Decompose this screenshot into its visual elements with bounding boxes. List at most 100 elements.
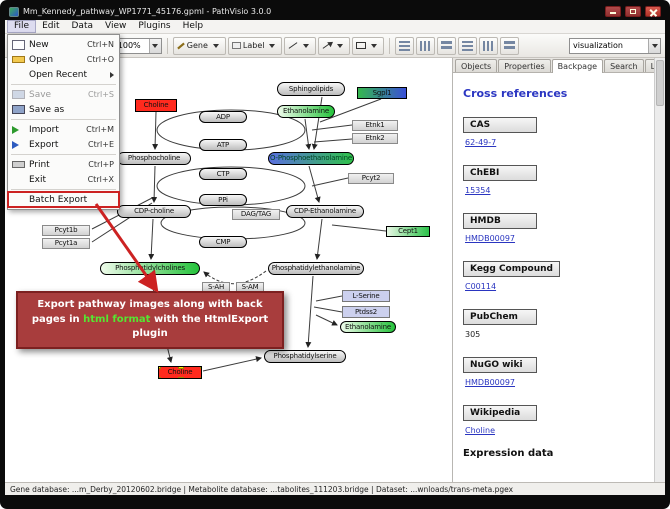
menubar-item-data[interactable]: Data bbox=[71, 21, 94, 31]
chevron-down-icon bbox=[303, 43, 310, 48]
line-icon bbox=[289, 42, 298, 49]
menubar-item-view[interactable]: View bbox=[105, 21, 127, 31]
pathway-node[interactable]: Cept1 bbox=[386, 226, 430, 237]
xref-id-link[interactable]: Choline bbox=[465, 426, 495, 435]
pathway-node[interactable]: Pcyt1b bbox=[42, 225, 90, 236]
align-vertical-button[interactable] bbox=[416, 36, 436, 55]
tab-properties[interactable]: Properties bbox=[498, 59, 551, 72]
shape-tool-button[interactable] bbox=[352, 36, 385, 55]
save-icon bbox=[12, 90, 25, 99]
line-tool-button[interactable] bbox=[284, 36, 317, 55]
pathway-node[interactable]: CDP-choline bbox=[117, 205, 191, 218]
pathway-node[interactable]: PPi bbox=[199, 194, 247, 206]
pathway-node[interactable]: Ethanolamine bbox=[277, 105, 335, 118]
maximize-button[interactable] bbox=[625, 6, 641, 17]
chevron-down-icon[interactable] bbox=[648, 38, 660, 53]
stack-horizontal-button[interactable] bbox=[479, 36, 499, 55]
pathway-node[interactable]: Sphingolipids bbox=[277, 82, 345, 96]
pathway-node[interactable]: Phosphatidylserine bbox=[264, 350, 346, 363]
visualization-combobox[interactable]: visualization bbox=[569, 37, 661, 54]
pathway-node[interactable]: Choline bbox=[158, 366, 202, 379]
menubar-item-plugins[interactable]: Plugins bbox=[138, 21, 171, 31]
selection-handle[interactable] bbox=[159, 367, 161, 369]
pathway-node[interactable]: ATP bbox=[199, 139, 247, 151]
pencil-icon bbox=[177, 42, 185, 49]
tab-objects[interactable]: Objects bbox=[455, 59, 498, 72]
rectangle-icon bbox=[356, 42, 367, 49]
pathway-node[interactable]: Pcyt1a bbox=[42, 238, 90, 249]
gene-tool-button[interactable]: Gene bbox=[172, 36, 226, 55]
pathway-node[interactable]: Etnk1 bbox=[352, 120, 398, 131]
xref-id-link[interactable]: 62-49-7 bbox=[465, 138, 497, 147]
selection-handle[interactable] bbox=[200, 367, 201, 369]
pathway-node[interactable]: CTP bbox=[199, 168, 247, 180]
file-menu-item-open-recent[interactable]: Open Recent bbox=[8, 67, 119, 82]
menubar-item-edit[interactable]: Edit bbox=[42, 21, 60, 31]
selection-handle[interactable] bbox=[178, 377, 184, 378]
scrollbar[interactable] bbox=[654, 58, 665, 482]
pathway-node[interactable]: Sgpl1 bbox=[357, 87, 407, 99]
pathway-node[interactable]: Phosphatidylcholines bbox=[100, 262, 200, 275]
side-tabs: ObjectsPropertiesBackpageSearchLegend bbox=[453, 58, 665, 73]
visualization-value: visualization bbox=[573, 41, 623, 50]
menubar-item-file[interactable]: File bbox=[7, 20, 37, 33]
align-horizontal-button[interactable] bbox=[395, 36, 415, 55]
pathway-node[interactable]: Phosphocholine bbox=[117, 152, 191, 165]
pathway-node[interactable]: CDP-Ethanolamine bbox=[286, 205, 364, 218]
minimize-button[interactable] bbox=[605, 6, 621, 17]
menubar-item-help[interactable]: Help bbox=[182, 21, 204, 31]
selection-handle[interactable] bbox=[200, 377, 201, 378]
file-menu-item-batch-export[interactable]: Batch Export bbox=[7, 191, 120, 208]
pathway-node[interactable]: O-Phosphoethanolamine bbox=[268, 152, 354, 165]
menu-separator bbox=[11, 189, 116, 190]
label-tool-button[interactable]: Label bbox=[227, 36, 283, 55]
selection-handle[interactable] bbox=[159, 377, 161, 378]
save-as-icon bbox=[12, 105, 25, 114]
stack-horizontal-icon bbox=[483, 40, 495, 51]
selection-handle[interactable] bbox=[178, 367, 184, 369]
xref-id-link[interactable]: C00114 bbox=[465, 282, 497, 291]
menu-item-shortcut: Ctrl+M bbox=[86, 125, 114, 134]
label-tool-label: Label bbox=[242, 41, 265, 50]
pathway-node[interactable]: Etnk2 bbox=[352, 133, 398, 144]
close-button[interactable] bbox=[645, 6, 661, 17]
scrollbar-thumb[interactable] bbox=[656, 60, 664, 106]
menu-item-label: Open bbox=[29, 54, 54, 65]
stack-vertical-button[interactable] bbox=[500, 36, 520, 55]
toolbar-separator bbox=[389, 37, 391, 54]
status-bar: Gene database: ...m_Derby_20120602.bridg… bbox=[5, 482, 665, 495]
pathway-node[interactable]: DAG/TAG bbox=[232, 209, 280, 220]
file-menu-item-save-as[interactable]: Save as bbox=[8, 102, 119, 117]
arrow-tool-button[interactable] bbox=[318, 36, 351, 55]
pathway-node[interactable]: L-Serine bbox=[342, 290, 390, 302]
xref-id-value: 305 bbox=[465, 330, 481, 339]
zoom-combobox[interactable]: 100% bbox=[113, 37, 162, 54]
xref-id-link[interactable]: HMDB00097 bbox=[465, 234, 516, 243]
pathway-node[interactable]: Ptdss2 bbox=[342, 306, 390, 318]
tab-search[interactable]: Search bbox=[604, 59, 644, 72]
xref-id-link[interactable]: HMDB00097 bbox=[465, 378, 516, 387]
pathway-node[interactable]: ADP bbox=[199, 111, 247, 123]
pathway-node[interactable]: CMP bbox=[199, 236, 247, 248]
gene-tool-label: Gene bbox=[186, 41, 208, 50]
tab-backpage[interactable]: Backpage bbox=[551, 59, 604, 73]
distribute-horizontal-button[interactable] bbox=[437, 36, 457, 55]
xref-source-header: PubChem bbox=[463, 309, 537, 325]
chevron-down-icon[interactable] bbox=[148, 38, 161, 53]
distribute-vertical-button[interactable] bbox=[458, 36, 478, 55]
xref-id-link[interactable]: 15354 bbox=[465, 186, 491, 195]
pathway-node[interactable]: Pcyt2 bbox=[348, 173, 394, 184]
chevron-down-icon bbox=[212, 43, 219, 48]
pathway-node[interactable]: Choline bbox=[135, 99, 177, 112]
menu-item-shortcut: Ctrl+P bbox=[88, 160, 114, 169]
pathway-node[interactable]: Ethanolamine bbox=[340, 321, 396, 333]
pathway-node[interactable]: Phosphatidylethanolamine bbox=[268, 262, 364, 275]
